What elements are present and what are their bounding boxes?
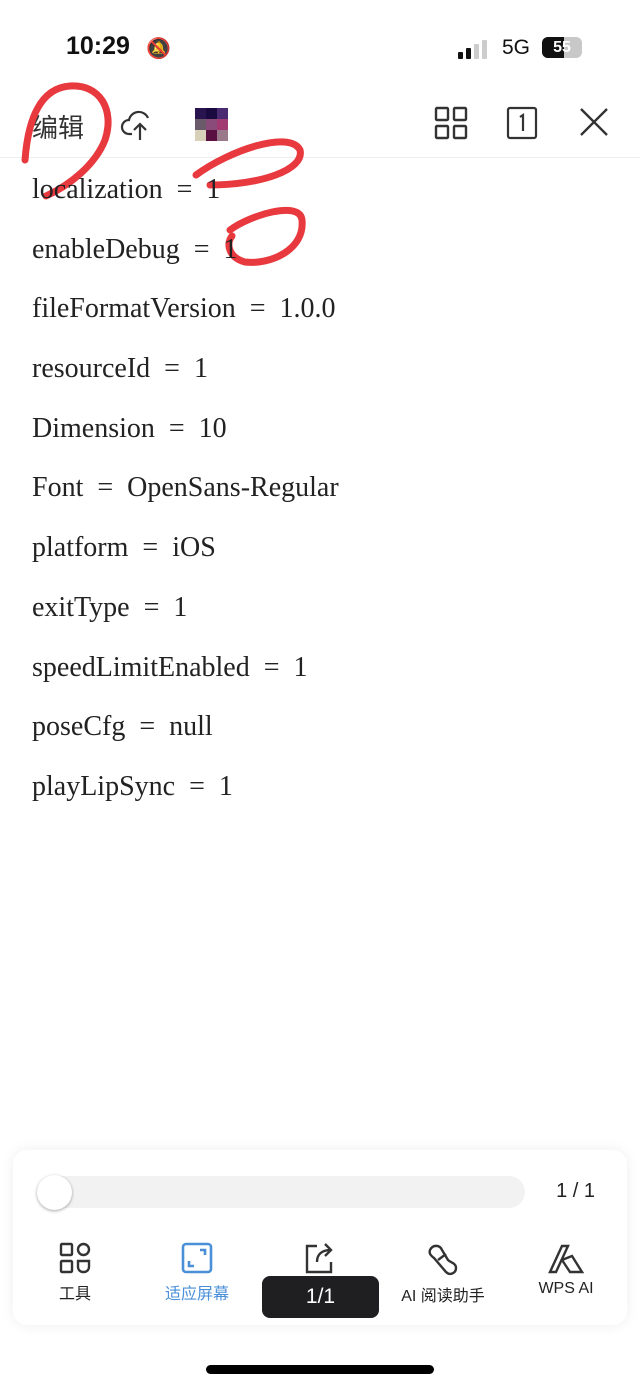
tab-tools[interactable]: 工具 — [15, 1242, 135, 1304]
document-content: localization = 1 enableDebug = 1 fileForma… — [32, 160, 339, 817]
page-slider-track[interactable] — [39, 1176, 525, 1208]
thumbnail-pixel — [217, 108, 228, 119]
tools-icon — [59, 1242, 91, 1274]
wps-ai-icon — [548, 1244, 584, 1274]
page-indicator: 1 / 1 — [556, 1180, 595, 1202]
network-type: 5G — [502, 36, 531, 59]
thumbnail-pixel — [206, 119, 217, 130]
config-line: Font = OpenSans-Regular — [32, 472, 339, 504]
thumbnail-pixel — [195, 108, 206, 119]
close-icon[interactable] — [578, 106, 610, 138]
battery-icon: 55 — [542, 37, 582, 58]
thumbnail-pixel — [195, 130, 206, 141]
thumbnail-pixel — [206, 130, 217, 141]
thumbnail-pixel — [206, 108, 217, 119]
thumbnail-pixel — [217, 130, 228, 141]
config-line: speedLimitEnabled = 1 — [32, 651, 308, 683]
share-icon — [305, 1243, 333, 1274]
config-line: poseCfg = null — [32, 711, 213, 743]
config-line: enableDebug = 1 — [32, 233, 238, 265]
document-thumbnail[interactable] — [195, 108, 228, 141]
signal-icon — [458, 40, 487, 59]
config-line: resourceId = 1 — [32, 353, 208, 385]
page-number-pill: 1/1 — [262, 1276, 379, 1318]
tab-wps-ai[interactable]: WPS AI — [506, 1242, 626, 1298]
config-line: Dimension = 10 — [32, 412, 227, 444]
clock: 10:29 — [66, 32, 130, 60]
config-line: localization = 1 — [32, 174, 221, 205]
edit-button[interactable]: 编辑 — [32, 113, 85, 143]
page-slider-handle[interactable] — [37, 1175, 72, 1210]
top-toolbar: 编辑 — [0, 90, 640, 158]
config-line: platform = iOS — [32, 532, 216, 564]
bell-slash-icon: 🔕 — [146, 38, 171, 60]
tab-ai-reading-assistant[interactable]: AI 阅读助手 — [383, 1242, 503, 1306]
status-bar: 10:29 🔕 5G 55 — [0, 0, 640, 90]
page-count-icon[interactable] — [506, 106, 538, 140]
thumbnail-pixel — [217, 119, 228, 130]
config-line: fileFormatVersion = 1.0.0 — [32, 293, 336, 325]
tab-fit-screen[interactable]: 适应屏幕 — [137, 1242, 257, 1304]
tab-share[interactable] — [259, 1242, 379, 1280]
grid-view-icon[interactable] — [434, 106, 468, 140]
config-line: exitType = 1 — [32, 591, 188, 623]
home-indicator[interactable] — [206, 1365, 434, 1374]
fit-screen-icon — [181, 1242, 213, 1274]
cloud-upload-icon[interactable] — [120, 106, 160, 142]
config-line: playLipSync = 1 — [32, 770, 233, 802]
thumbnail-pixel — [195, 119, 206, 130]
ai-assistant-icon — [428, 1244, 458, 1276]
